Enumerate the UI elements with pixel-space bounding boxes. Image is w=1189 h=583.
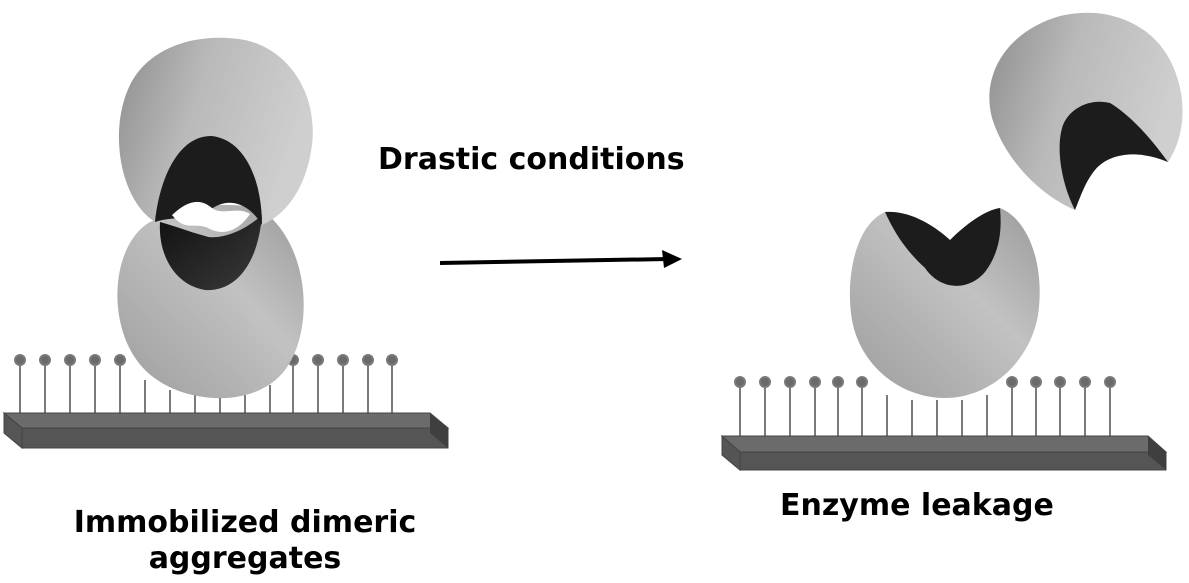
left-lower-monomer [117,204,304,399]
left-linkers [14,354,398,413]
right-support-assembly [720,376,1168,472]
arrow-condition-label: Drastic conditions [378,142,685,177]
right-leaked-monomer [989,12,1183,210]
left-upper-monomer [118,37,313,225]
left-dimer-enzyme [117,37,313,399]
right-immobilized-monomer [849,208,1040,398]
left-caption-line1: Immobilized dimeric [73,505,417,540]
left-caption: Immobilized dimeric aggregates [30,505,460,577]
left-support-bar [2,411,450,450]
left-support-assembly [2,354,450,450]
reaction-arrow [439,250,682,268]
right-support-bar [720,434,1168,472]
right-linkers [734,376,1116,436]
right-caption: Enzyme leakage [780,488,1054,523]
left-caption-line2: aggregates [148,541,342,576]
